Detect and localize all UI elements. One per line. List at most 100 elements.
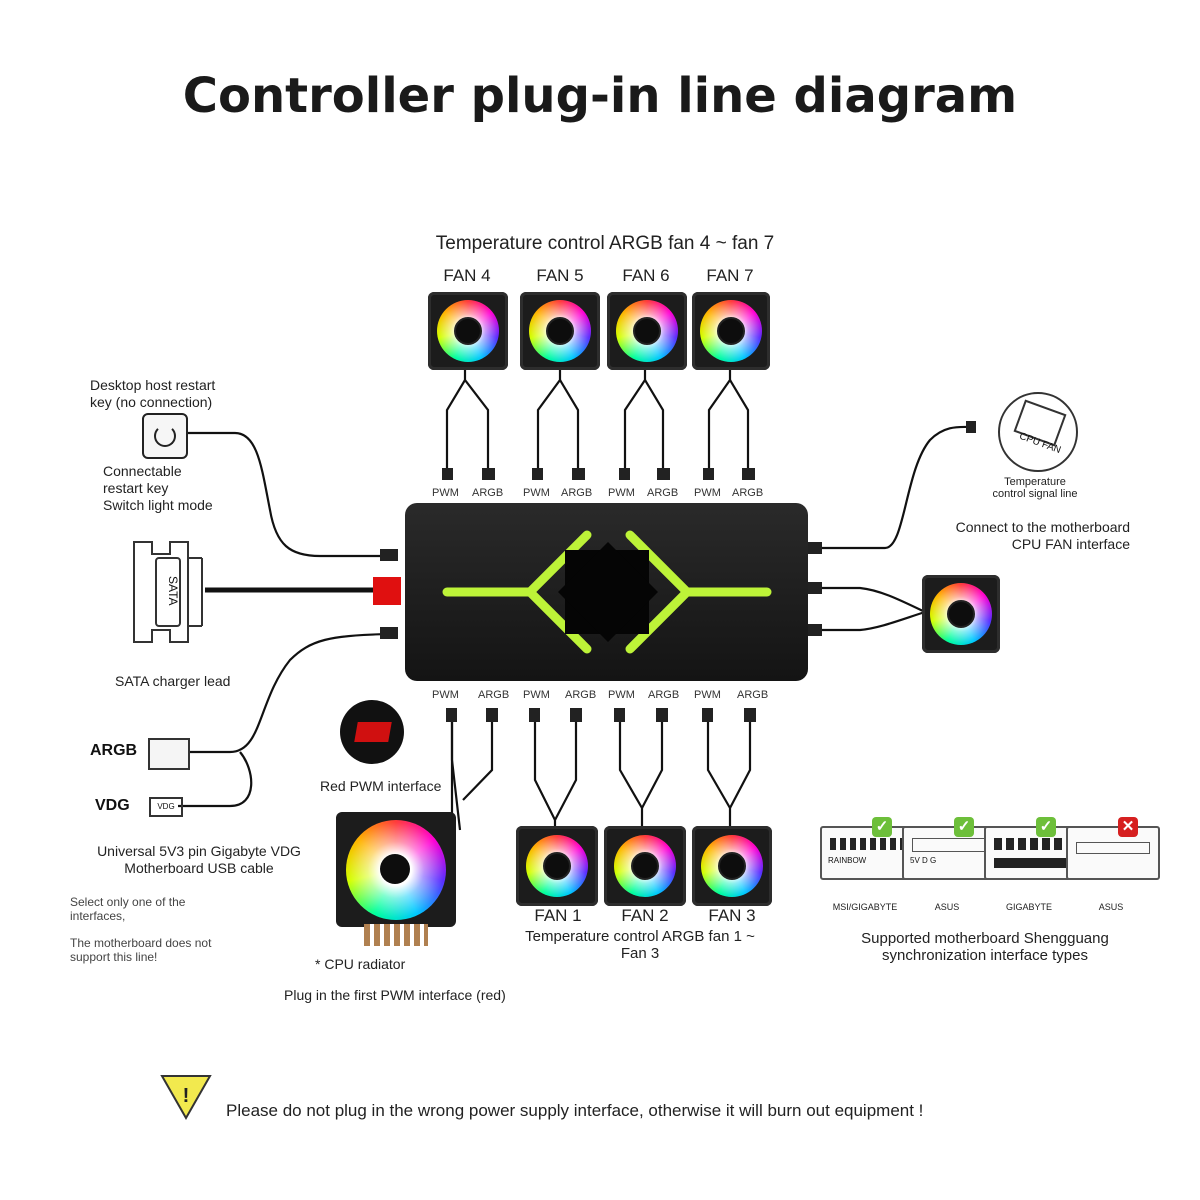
port-label-pwm: PWM [432, 487, 459, 499]
red-pwm-interface-closeup [340, 700, 404, 764]
svg-text:!: ! [183, 1085, 190, 1107]
vdg-label: VDG [95, 797, 130, 814]
argb-label: ARGB [90, 742, 138, 759]
restart-key-top-label: Desktop host restart key (no connection) [90, 377, 216, 410]
port-label-pwm: PWM [694, 487, 721, 499]
supported-check-icon: ✓ [1036, 817, 1056, 837]
select-note: Select only one of the interfaces, [70, 895, 186, 923]
pwm-connector [614, 708, 625, 722]
vdg-plug: VDG [149, 797, 183, 817]
sata-plug: SATA [130, 538, 206, 646]
argb-plug [148, 738, 190, 770]
port-label-pwm: PWM [608, 487, 635, 499]
port-label-argb: ARGB [472, 487, 504, 499]
argb-connector [744, 708, 756, 722]
sata-plug-text: SATA [166, 576, 180, 606]
fan-3 [692, 826, 772, 906]
board-type-msi-gigabyte: RAINBOW [820, 826, 914, 880]
board-type-gigabyte [984, 826, 1078, 880]
board-name: ASUS [934, 902, 960, 912]
cpu-fan-signal-label: Temperature control signal line [992, 476, 1078, 500]
argb-vdg-connector [380, 627, 398, 639]
board-type-asus-5v: 5V D G [902, 826, 996, 880]
cpu-radiator-label: * CPU radiator [315, 956, 406, 972]
fan-5 [520, 292, 600, 370]
board-name: GIGABYTE [1005, 902, 1052, 912]
boards-label: Supported motherboard Shengguang synchro… [861, 930, 1109, 964]
argb-connector [486, 708, 498, 722]
diagram-title: Controller plug-in line diagram [182, 68, 1018, 124]
port-label-pwm: PWM [432, 689, 459, 701]
right-pwm-port [808, 624, 822, 636]
fan-1 [516, 826, 598, 906]
cpu-fan-port [808, 542, 822, 554]
top-fans-heading: Temperature control ARGB fan 4 ~ fan 7 [435, 233, 775, 254]
pwm-connector [619, 468, 630, 480]
fan-rear [922, 575, 1000, 653]
port-label-argb: ARGB [732, 487, 764, 499]
fan-6-label: FAN 6 [622, 266, 670, 285]
cpu-fan-header-icon: CPU FAN [998, 392, 1078, 472]
fan-4 [428, 292, 508, 370]
port-label-pwm: PWM [523, 689, 550, 701]
supported-check-icon: ✓ [872, 817, 892, 837]
cpu-fan-connect-label: Connect to the motherboard CPU FAN inter… [955, 519, 1130, 552]
argb-connector [572, 468, 585, 480]
fan-2 [604, 826, 686, 906]
board-text: RAINBOW [828, 856, 867, 865]
cpu-radiator [336, 812, 456, 947]
fan-7-label: FAN 7 [706, 266, 754, 285]
sata-label: SATA charger lead [115, 673, 231, 689]
restart-key [142, 413, 188, 459]
fan-1-label: FAN 1 [534, 906, 582, 925]
port-label-argb: ARGB [647, 487, 679, 499]
controller-glow-lines [442, 530, 772, 654]
board-name: ASUS [1098, 902, 1124, 912]
restart-icon [154, 425, 176, 447]
unsupported-cross-icon: ✕ [1118, 817, 1138, 837]
pwm-connector [442, 468, 453, 480]
argb-connector [482, 468, 495, 480]
cpu-fan-plug [966, 421, 976, 433]
pwm-connector [532, 468, 543, 480]
warning-icon: ! [158, 1072, 214, 1127]
red-pwm-plug [354, 722, 392, 742]
argb-connector [570, 708, 582, 722]
port-label-argb: ARGB [478, 689, 510, 701]
usb-cable-label: Universal 5V3 pin Gigabyte VDG Motherboa… [97, 843, 301, 876]
fan-6 [607, 292, 687, 370]
pwm-connector [529, 708, 540, 722]
port-label-pwm: PWM [608, 689, 635, 701]
port-label-argb: ARGB [648, 689, 680, 701]
port-label-argb: ARGB [737, 689, 769, 701]
pwm-connector [702, 708, 713, 722]
pwm-connector [446, 708, 457, 722]
argb-connector [656, 708, 668, 722]
port-label-pwm: PWM [523, 487, 550, 499]
restart-key-bottom-label: Connectable restart key Switch light mod… [103, 463, 213, 513]
board-text: 5V D G [910, 856, 937, 865]
warning-text: Please do not plug in the wrong power su… [226, 1101, 924, 1120]
fan-4-label: FAN 4 [443, 266, 491, 285]
fan-3-label: FAN 3 [708, 906, 756, 925]
supported-check-icon: ✓ [954, 817, 974, 837]
port-label-pwm: PWM [694, 689, 721, 701]
pwm-connector [703, 468, 714, 480]
restart-connector [380, 549, 398, 561]
board-name: MSI/GIGABYTE [832, 902, 898, 912]
port-label-argb: ARGB [565, 689, 597, 701]
fan-5-label: FAN 5 [536, 266, 584, 285]
fan-2-label: FAN 2 [621, 906, 669, 925]
board-type-asus-unsupported [1066, 826, 1160, 880]
port-label-argb: ARGB [561, 487, 593, 499]
argb-connector [742, 468, 755, 480]
motherboard-note: The motherboard does not support this li… [70, 936, 212, 964]
argb-connector [657, 468, 670, 480]
first-pwm-label: Plug in the first PWM interface (red) [284, 987, 506, 1003]
bottom-fans-heading: Temperature control ARGB fan 1 ~ Fan 3 [525, 928, 755, 962]
red-pwm-label: Red PWM interface [320, 778, 442, 794]
sata-connector-red [373, 577, 401, 605]
fan-7 [692, 292, 770, 370]
controller-hub [405, 503, 808, 681]
